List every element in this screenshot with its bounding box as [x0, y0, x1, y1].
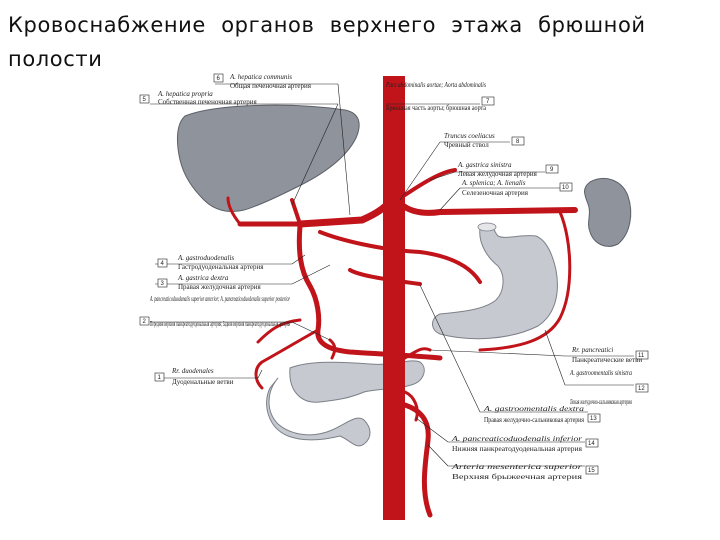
label-1-russian: Дуоденальные ветви: [172, 378, 234, 386]
label-13-latin: A. gastroomentalis dextra: [483, 405, 585, 413]
label-14-russian: Нижняя панкреатодуоденальная артерия: [452, 445, 583, 453]
number-boxes: 6 5 7 8 9 10 4 3 2 1 11 12 13 14 15: [139, 73, 649, 475]
label-9-number: 9: [550, 167, 554, 173]
label-9-russian: Левая желудочная артерия: [458, 170, 538, 178]
pancreaticoduodenal-superior: [254, 328, 320, 390]
label-5-number: 5: [143, 97, 147, 103]
stomach: [432, 222, 558, 340]
label-10-latin: A. splenica; A. lienalis: [461, 179, 526, 187]
abdominal-aorta: [383, 76, 405, 520]
pancreaticoduodenal-branch: [328, 338, 337, 360]
duodenal-branches: [256, 318, 302, 344]
label-11-latin: Rr. pancreatici: [571, 346, 613, 354]
label-7-latin: Pars abdominalis aortae; Aorta abdominal…: [385, 81, 486, 89]
label-13-russian: Правая желудочно-сальниковая артерия: [484, 416, 585, 424]
page-title: Кровоснабжение органов верхнего этажа бр…: [8, 13, 646, 71]
label-7-russian: Брюшная часть аорты; брюшная аорта: [386, 104, 487, 112]
label-texts: A. hepatica communis Общая печеночная ар…: [149, 73, 642, 481]
superior-mesenteric-artery: [402, 402, 433, 518]
label-10-russian: Селезеночная артерия: [462, 189, 529, 197]
left-gastroomental-artery: [478, 210, 572, 352]
label-11-russian: Панкреатические ветви: [572, 356, 642, 364]
esophagus-stump: [477, 222, 497, 232]
label-15-latin: Arteria mesenterica superior: [450, 463, 582, 471]
label-4-russian: Гастродуоденальная артерия: [178, 263, 264, 271]
label-4-latin: A. gastroduodenalis: [177, 254, 234, 262]
label-13-number: 13: [590, 416, 597, 422]
label-12-russian: Левая желудочно-сальниковая артерия: [570, 398, 632, 406]
label-8-number: 8: [516, 139, 520, 145]
label-14-latin: A. pancreaticoduodenalis inferior: [451, 435, 583, 443]
label-8-russian: Чревный ствол: [444, 141, 489, 149]
celiac-trunk: [296, 196, 394, 228]
right-gastric-artery: [318, 230, 482, 284]
label-4-number: 4: [161, 261, 165, 267]
label-2-russian: Передняя верхняя панкреатодуоденальная а…: [150, 320, 290, 328]
label-5-latin: A. hepatica propria: [157, 90, 213, 98]
label-3-number: 3: [161, 281, 165, 287]
label-14-number: 14: [588, 441, 595, 447]
label-15-russian: Верхняя брыжеечная артерия: [452, 473, 583, 481]
splenic-artery: [395, 197, 578, 216]
liver: [176, 104, 360, 213]
left-gastric-artery: [403, 168, 457, 197]
label-1-latin: Rr. duodenales: [171, 367, 214, 375]
hepatic-branch: [226, 196, 242, 226]
label-8-latin: Truncus coeliacus: [444, 132, 495, 140]
label-6-russian: Общая печеночная артерия: [230, 82, 312, 90]
label-11-number: 11: [638, 353, 645, 359]
leader-lines: [150, 83, 634, 467]
proper-hepatic-artery: [290, 198, 302, 226]
label-7-number: 7: [486, 99, 490, 105]
label-3-latin: A. gastrica dextra: [177, 274, 229, 282]
label-9-latin: A. gastrica sinistra: [457, 161, 512, 169]
label-15-number: 15: [588, 468, 595, 474]
label-2-number: 2: [143, 319, 147, 325]
pancreatic-branches: [403, 347, 432, 360]
duodenum: [266, 377, 371, 447]
label-12-latin: A. gastroomentalis sinistra: [569, 369, 632, 377]
gastroomental-dextra: [348, 268, 422, 286]
label-2-latin: A. pancreaticoduodenalis superior anteri…: [149, 295, 290, 303]
label-3-russian: Правая желудочная артерия: [178, 283, 262, 291]
inferior-pancreaticoduodenal-artery: [403, 390, 419, 422]
label-6-number: 6: [217, 76, 221, 82]
spleen: [584, 178, 632, 247]
label-5-russian: Собственная печеночная артерия: [158, 98, 257, 106]
label-1-number: 1: [158, 375, 162, 381]
label-6-latin: A. hepatica communis: [229, 73, 292, 81]
label-12-number: 12: [638, 386, 645, 392]
label-10-number: 10: [562, 185, 569, 191]
